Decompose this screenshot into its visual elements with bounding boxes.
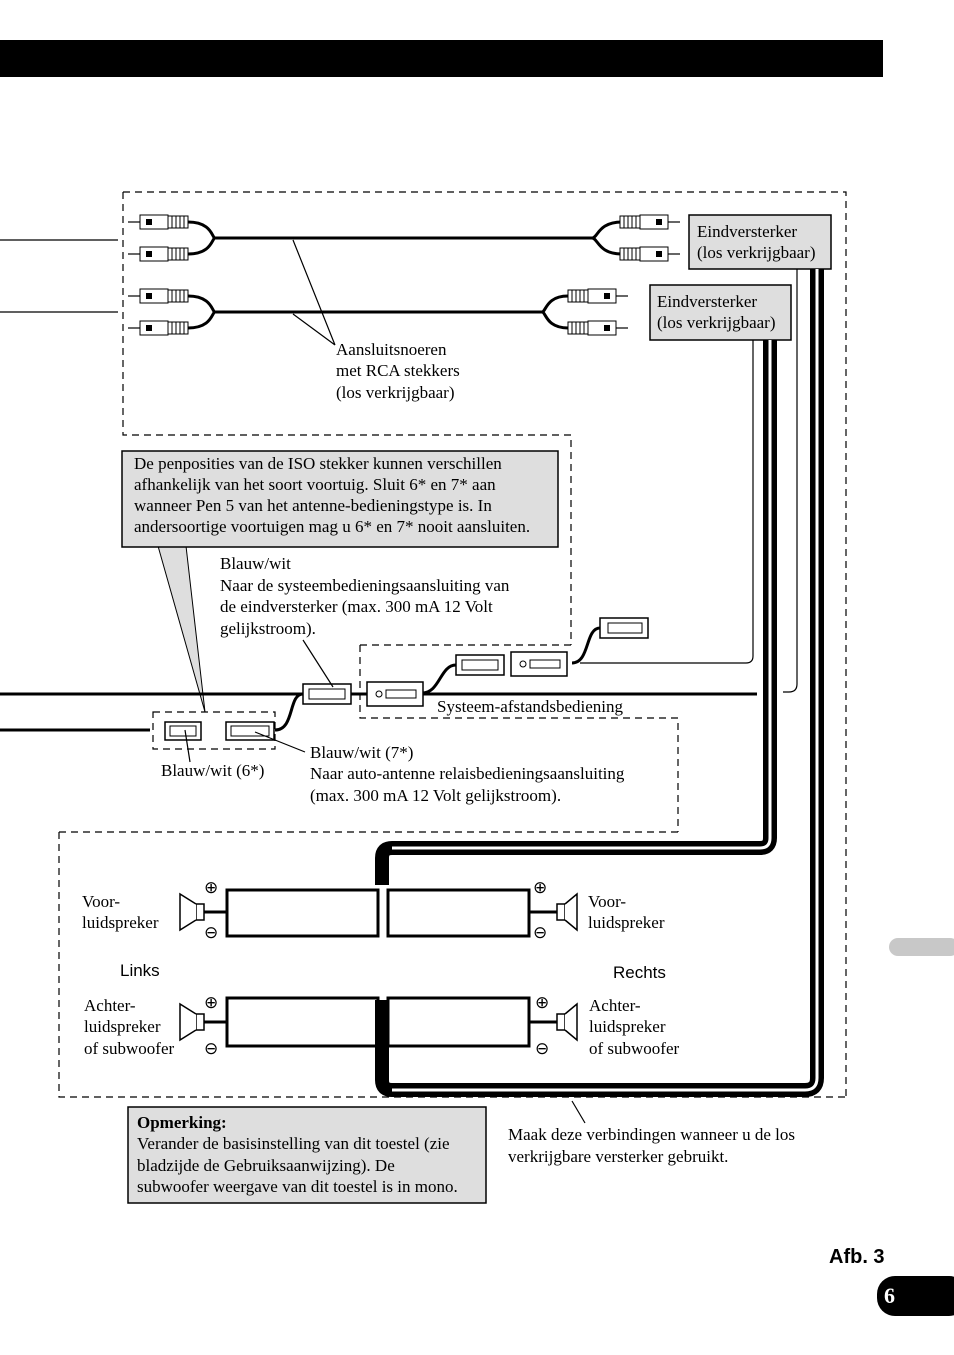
minus-rear-left: ⊖: [204, 1039, 218, 1058]
remote-wire-amp2: [580, 340, 754, 664]
blue-white-connector: [302, 683, 352, 705]
front-left-label: Voor-luidspreker: [82, 892, 159, 932]
speaker-cable-inner-core: [392, 340, 772, 850]
page-number-tab: [877, 1276, 954, 1316]
remark-title: Opmerking:: [137, 1113, 227, 1132]
speaker-dashed-area: [58, 831, 846, 1098]
iso-note-box: [121, 450, 559, 548]
left-label: Links: [120, 961, 160, 980]
iso-dashed-box: [152, 711, 276, 750]
amp1-label: Eindversterker(los verkrijgbaar): [697, 222, 815, 262]
rca-plug-pair-2-left: [128, 288, 189, 336]
speaker-icon-rear-left: [179, 1002, 227, 1042]
remote-dashed-area: [359, 644, 679, 832]
rca-plug-pair-2-right: [567, 288, 628, 336]
figure-label: Afb. 3: [829, 1246, 885, 1268]
minus-front-left: ⊖: [204, 923, 218, 942]
blue-white-6-leader: [184, 729, 191, 763]
remote-wire-amp1: [783, 269, 798, 693]
system-remote-label: Systeem-afstandsbediening: [437, 697, 624, 716]
blue-white-7-label: Blauw/wit (7*)Naar auto-antenne relaisbe…: [310, 743, 625, 805]
blue-white-wire: [274, 692, 304, 732]
iso-connector-6: [164, 721, 202, 741]
header-bar: [0, 40, 883, 77]
iso-note-text: De penposities van de ISO stekker kunnen…: [134, 454, 530, 536]
remark-box: [127, 1106, 487, 1204]
right-label: Rechts: [613, 963, 666, 982]
front-right-label: Voor-luidspreker: [588, 892, 665, 932]
blue-white-leader: [302, 639, 334, 688]
plus-front-right: ⊕: [533, 878, 547, 897]
amp2-label: Eindversterker(los verkrijgbaar): [657, 292, 775, 332]
speaker-cable-outer-core: [392, 269, 819, 1092]
rca-cable-1: [187, 220, 623, 256]
iso-note-callout: [157, 545, 206, 713]
minus-rear-right: ⊖: [535, 1039, 549, 1058]
plus-rear-right: ⊕: [535, 993, 549, 1012]
rear-speaker-wires: [225, 996, 531, 1048]
rca-dashed-area: [122, 191, 847, 1097]
amp-box-2: [649, 284, 792, 341]
minus-front-right: ⊖: [533, 923, 547, 942]
remote-wire-link: [421, 663, 457, 695]
blue-white-7-leader: [254, 731, 306, 753]
remote-connector-top-right: [571, 617, 649, 665]
remark-body: Verander de basisinstelling van dit toes…: [137, 1134, 458, 1196]
remote-connector-left: [366, 681, 424, 707]
speaker-icon-front-left: [179, 892, 227, 932]
rca-plug-pair-1-left: [128, 214, 189, 262]
front-speaker-wires: [225, 888, 531, 938]
plus-rear-left: ⊕: [204, 993, 218, 1012]
page-number: 6: [884, 1283, 895, 1308]
plus-front-left: ⊕: [204, 878, 218, 897]
blue-white-6-label: Blauw/wit (6*): [161, 761, 264, 780]
speaker-icon-rear-right: [529, 1002, 578, 1042]
speaker-icon-front-right: [529, 892, 578, 932]
rca-cable-2: [187, 294, 569, 330]
iso-connector-7: [225, 721, 275, 741]
remote-connector-mid: [455, 651, 568, 677]
amp-box-1: [688, 214, 832, 270]
side-tab: [889, 938, 954, 956]
connections-note-leader: [571, 1100, 586, 1124]
rca-label-leader: [292, 239, 336, 346]
rca-plug-pair-1-right: [619, 214, 680, 262]
